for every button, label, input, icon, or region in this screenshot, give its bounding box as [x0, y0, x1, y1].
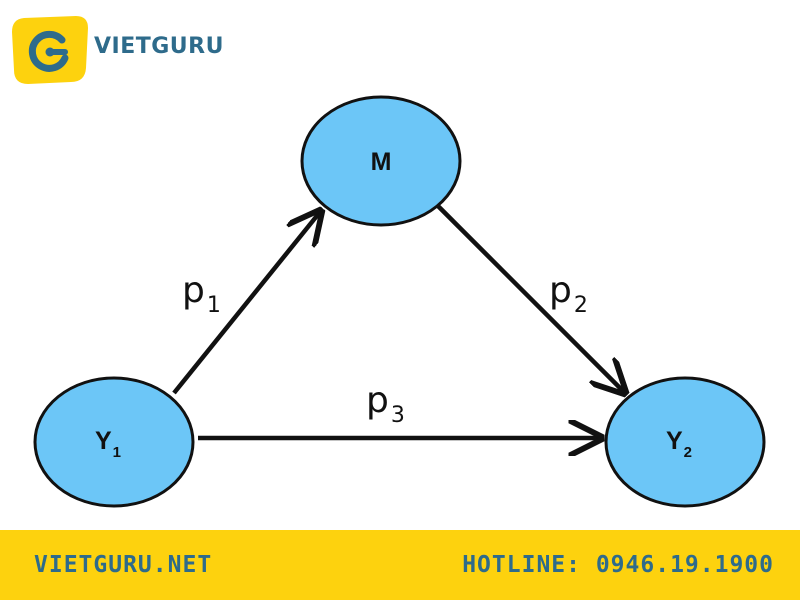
edge-p2-label: p2: [549, 270, 588, 318]
node-m-label: M: [371, 148, 392, 176]
footer-bar: VIETGURU.NET HOTLINE: 0946.19.1900: [0, 530, 800, 600]
edge-p2-subscript: 2: [574, 293, 588, 318]
edge-p1-label: p1: [182, 270, 221, 318]
edge-p1-arrow: [172, 212, 320, 395]
edge-p2-arrow: [436, 204, 624, 392]
node-y2-label: Y2: [666, 427, 692, 461]
website-link[interactable]: VIETGURU.NET: [34, 552, 213, 578]
hotline-text[interactable]: HOTLINE: 0946.19.1900: [462, 552, 774, 578]
node-m: [300, 95, 462, 227]
node-y1-subscript: 1: [113, 444, 121, 461]
edge-p3-subscript: 3: [391, 403, 405, 428]
node-y2: [604, 376, 766, 508]
edge-p1-subscript: 1: [207, 293, 221, 318]
brand-name: VIETGURU: [94, 34, 224, 59]
node-y1-label: Y1: [95, 427, 121, 461]
node-y2-subscript: 2: [684, 444, 692, 461]
node-y1: [33, 376, 195, 508]
vietguru-logo-icon: [12, 16, 88, 84]
edge-p3-label: p3: [366, 380, 405, 428]
brand-logo[interactable]: [10, 14, 90, 86]
